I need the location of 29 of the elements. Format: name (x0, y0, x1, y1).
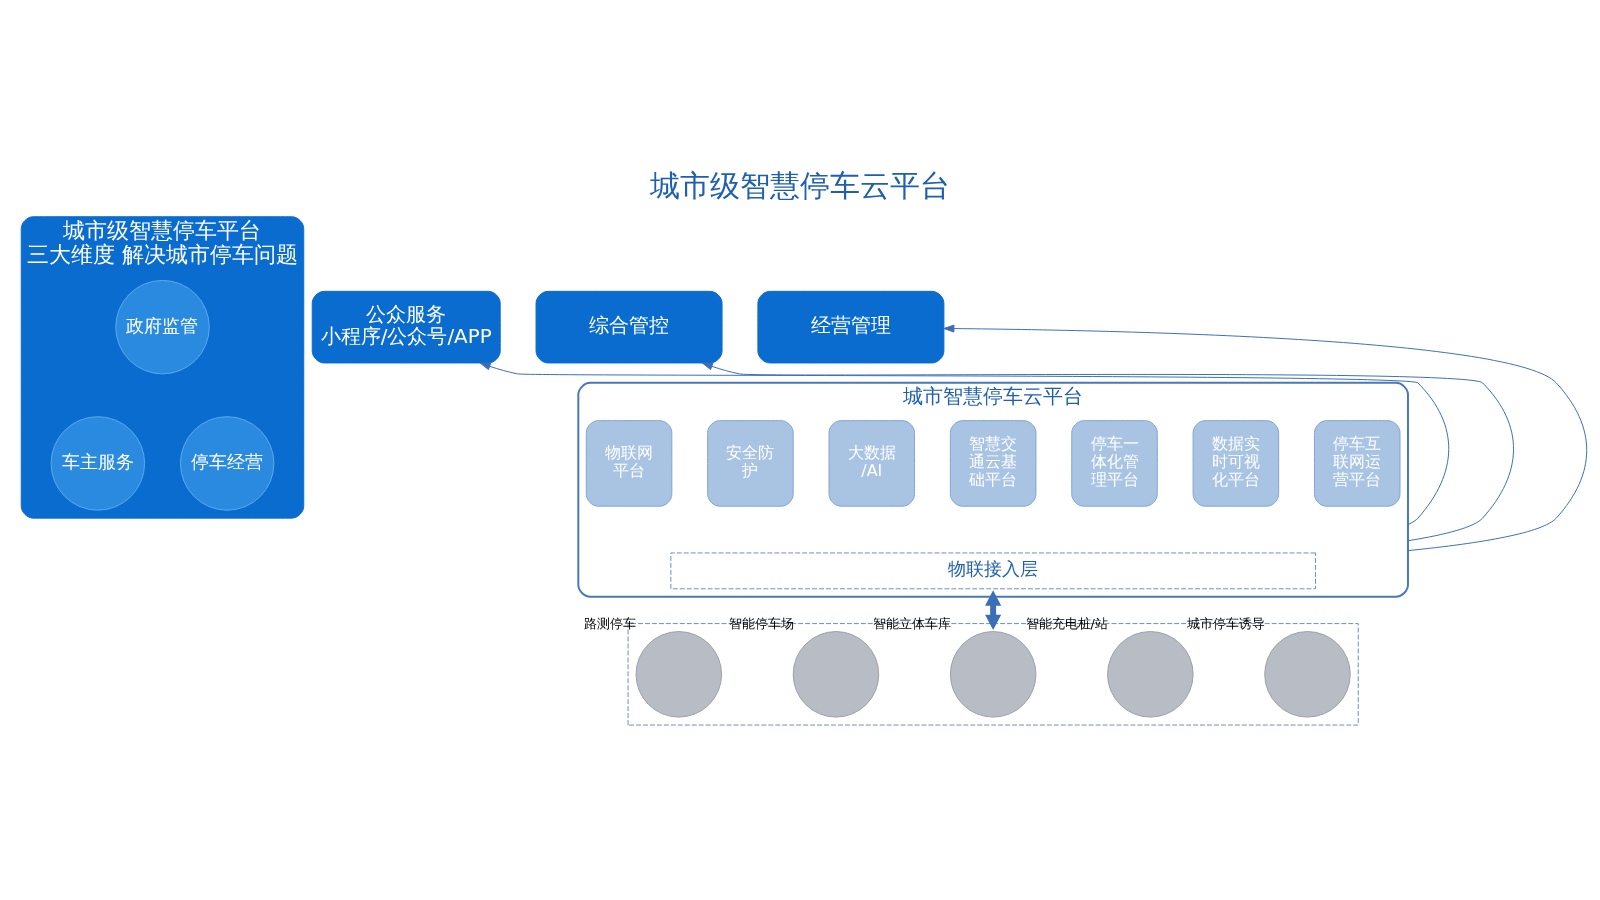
node-label: 智能立体车库 (873, 615, 952, 631)
node-box: 停车一体化管理平台 (1071, 419, 1158, 507)
node-box: 安全防护 (707, 419, 794, 507)
arrow (943, 324, 1588, 551)
arrow (701, 362, 1514, 541)
node-circle (792, 630, 880, 718)
arrow (985, 589, 1002, 630)
node-box: 经营管理 (757, 290, 945, 363)
node-label: 智能停车场 (728, 615, 794, 631)
node-circle (635, 630, 723, 718)
node-box: 物联网平台 (585, 419, 673, 507)
node-circle: 政府监管 (115, 279, 210, 374)
diagram-title: 城市级智慧停车云平台 (650, 167, 950, 203)
node-circle (949, 630, 1037, 718)
arrow (479, 362, 1450, 525)
node-box: 数据实时可视化平台 (1192, 419, 1280, 507)
node-box: 智慧交通云基础平台 (949, 419, 1037, 507)
node-label: 城市停车诱导 (1187, 615, 1266, 631)
node-box: 停车互联网运营平台 (1313, 419, 1401, 507)
node-circle: 停车经营 (179, 415, 275, 511)
node-circle (1107, 630, 1194, 718)
node-box: 综合管控 (535, 290, 723, 363)
node-box: 公众服务 小程序/公众号/APP (311, 290, 501, 363)
node-box: 物联接入层 (670, 551, 1316, 589)
node-box: 大数据/AI (828, 419, 916, 507)
node-circle (1264, 630, 1351, 718)
node-label: 智能充电桩/站 (1025, 615, 1108, 631)
node-label: 路测停车 (584, 615, 637, 631)
node-circle: 车主服务 (50, 415, 146, 511)
